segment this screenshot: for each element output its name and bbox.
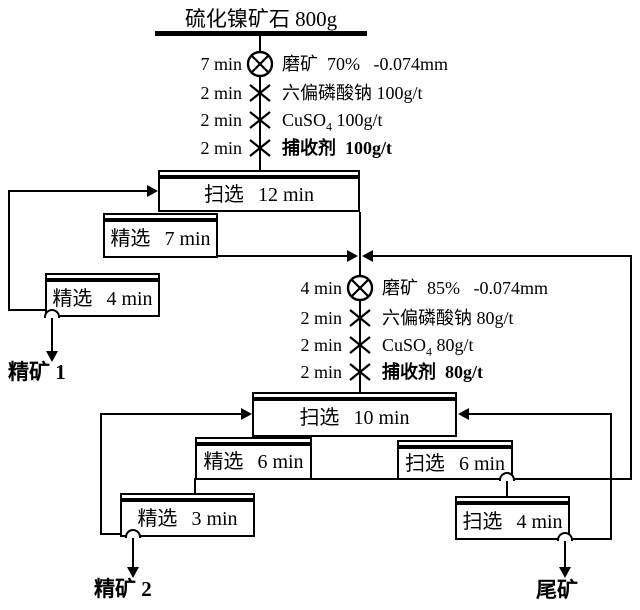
grind-mill-icon bbox=[346, 274, 374, 302]
box-time: 3 min bbox=[191, 507, 238, 530]
stage2-cleaner1-tailings-line bbox=[312, 478, 632, 480]
arrow-concentrate2-down bbox=[127, 567, 139, 578]
box-label: 精选 bbox=[52, 287, 93, 310]
stage1-cleaner1-tailings-line bbox=[218, 255, 348, 257]
stage1-step4-desc: 捕收剂 100g/t bbox=[282, 138, 392, 158]
stage1-cleaner1-box: 精选 7 min bbox=[103, 213, 218, 258]
arrow-into-stage2-sweep-left bbox=[241, 408, 252, 420]
scavenger-return-line-right bbox=[610, 413, 612, 540]
arrow-into-stage1-sweep bbox=[147, 185, 158, 197]
stage1-step1-time: 7 min bbox=[200, 54, 242, 74]
stage1-step3-time: 2 min bbox=[200, 110, 242, 130]
box-label: 精选 bbox=[203, 451, 244, 473]
arrow-tailings-down bbox=[559, 567, 571, 578]
line-hop bbox=[499, 472, 515, 481]
arrow-into-regrind-junction-right bbox=[362, 250, 373, 262]
scavenger2-froth-line bbox=[570, 538, 612, 540]
feed-title: 硫化镍矿石 800g bbox=[184, 7, 338, 31]
stage2-cleaner-connect-line bbox=[194, 478, 196, 494]
reagent-add-icon bbox=[349, 363, 371, 381]
stage2-return-line-right bbox=[630, 255, 632, 480]
reagent-add-icon bbox=[249, 111, 271, 129]
stage2-cleaner2-box: 精选 3 min bbox=[120, 493, 255, 537]
box-time: 10 min bbox=[353, 407, 410, 429]
reagent-add-icon bbox=[349, 309, 371, 327]
arrow-into-stage2-sweep-right bbox=[458, 408, 469, 420]
box-label: 扫选 bbox=[299, 407, 340, 429]
stage2-cleaner1-box: 精选 6 min bbox=[195, 437, 312, 480]
box-label: 精选 bbox=[137, 507, 178, 530]
box-time: 7 min bbox=[164, 228, 211, 250]
stage2-step4-time: 2 min bbox=[300, 362, 342, 382]
stage1-step2-time: 2 min bbox=[200, 83, 242, 103]
stage1-cleaner2-box: 精选 4 min bbox=[45, 273, 160, 317]
stage1-sweep-box: 扫选 12 min bbox=[158, 170, 360, 212]
tailings-line bbox=[564, 540, 566, 570]
stage2-scavenger2-box: 扫选 4 min bbox=[455, 496, 570, 540]
box-time: 6 min bbox=[458, 452, 506, 475]
line-hop bbox=[557, 532, 573, 541]
stage1-step1-desc: 磨矿 70% -0.074mm bbox=[282, 54, 448, 74]
concentrate2-line bbox=[132, 537, 134, 570]
concentrate1-label: 精矿 1 bbox=[8, 360, 66, 384]
box-time: 6 min bbox=[257, 451, 304, 473]
grind-mill-icon bbox=[246, 50, 274, 78]
box-label: 扫选 bbox=[462, 510, 503, 533]
stage2-sweep-box: 扫选 10 min bbox=[252, 392, 457, 437]
stage2-step3-desc: CuSO4 80g/t bbox=[382, 335, 474, 359]
arrow-concentrate1-down bbox=[46, 351, 58, 362]
stage2-feed-line bbox=[359, 212, 361, 392]
stage2-scavenger1-box: 扫选 6 min bbox=[397, 440, 513, 480]
stage2-step1-desc: 磨矿 85% -0.074mm bbox=[382, 278, 548, 298]
scavenger1-tailings-line bbox=[506, 480, 508, 498]
box-time: 4 min bbox=[106, 287, 153, 310]
stage2-step2-time: 2 min bbox=[300, 308, 342, 328]
concentrate2-label: 精矿 2 bbox=[94, 577, 152, 601]
stage1-recycle-line-top bbox=[8, 190, 148, 192]
line-hop bbox=[125, 529, 141, 538]
box-label: 扫选 bbox=[203, 183, 244, 206]
stage2-step2-desc: 六偏磷酸钠 80g/t bbox=[382, 308, 514, 328]
feed-underline bbox=[155, 31, 367, 36]
box-time: 12 min bbox=[257, 183, 315, 206]
stage1-recycle-line-left bbox=[8, 190, 10, 311]
stage2-recycle-line-left bbox=[100, 413, 102, 534]
arrow-into-regrind-junction-left bbox=[347, 250, 358, 262]
reagent-add-icon bbox=[249, 139, 271, 157]
stage1-feed-line bbox=[259, 36, 261, 170]
box-label: 扫选 bbox=[404, 452, 445, 475]
box-label: 精选 bbox=[110, 228, 151, 250]
stage1-recycle-line-bottom bbox=[8, 309, 46, 311]
line-hop bbox=[44, 309, 60, 318]
box-time: 4 min bbox=[516, 510, 563, 533]
stage2-step4-desc: 捕收剂 80g/t bbox=[382, 362, 483, 382]
tailings-label: 尾矿 bbox=[536, 578, 578, 602]
reagent-add-icon bbox=[249, 84, 271, 102]
stage1-step2-desc: 六偏磷酸钠 100g/t bbox=[282, 83, 423, 103]
stage2-recycle-line-top bbox=[100, 413, 242, 415]
stage2-step3-time: 2 min bbox=[300, 335, 342, 355]
stage2-return-line-top bbox=[372, 255, 632, 257]
stage2-step1-time: 4 min bbox=[300, 278, 342, 298]
reagent-add-icon bbox=[349, 336, 371, 354]
stage1-step3-desc: CuSO4 100g/t bbox=[282, 110, 383, 134]
stage2-recycle-line-bottom bbox=[100, 533, 122, 535]
stage1-step4-time: 2 min bbox=[200, 138, 242, 158]
concentrate1-line bbox=[51, 317, 53, 354]
scavenger-return-line-top bbox=[468, 413, 612, 415]
